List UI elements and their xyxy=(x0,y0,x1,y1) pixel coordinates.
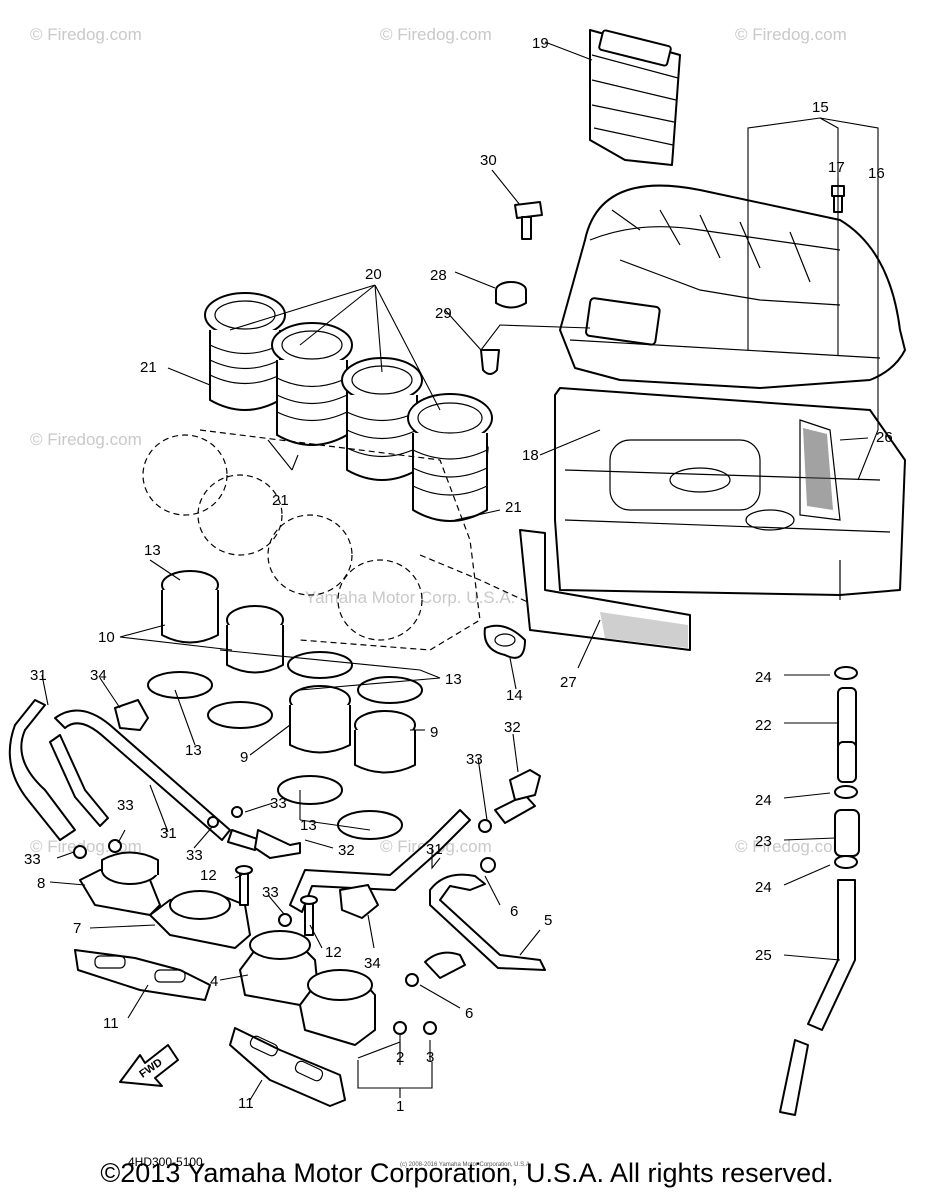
callout-11: 11 xyxy=(103,1015,119,1032)
callout-2: 2 xyxy=(396,1049,404,1066)
hose-fittings xyxy=(73,699,541,987)
carburetor-joints xyxy=(147,570,423,840)
callout-33e: 33 xyxy=(117,797,134,814)
callout-7: 7 xyxy=(73,920,81,937)
callout-15: 15 xyxy=(812,99,829,116)
callout-22: 22 xyxy=(755,717,772,734)
callout-34: 34 xyxy=(90,667,107,684)
callout-24: 24 xyxy=(755,669,772,686)
copyright-notice: ©2013 Yamaha Motor Corporation, U.S.A. A… xyxy=(100,1158,834,1188)
watermark: © Firedog.com xyxy=(380,25,492,44)
callout-4: 4 xyxy=(210,973,218,990)
watermark: © Firedog.com xyxy=(30,25,142,44)
callout-14: 14 xyxy=(506,687,523,704)
callout-11b: 11 xyxy=(238,1095,254,1112)
callout-3: 3 xyxy=(426,1049,434,1066)
leader-lines xyxy=(41,41,879,1101)
callout-32b: 32 xyxy=(338,842,355,859)
breather-hoses xyxy=(8,699,546,979)
callout-34b: 34 xyxy=(364,955,381,972)
intake-manifolds xyxy=(74,851,437,1107)
carburetor-assembly-outline xyxy=(142,429,546,651)
callout-1: 1 xyxy=(396,1098,404,1115)
callout-25: 25 xyxy=(755,947,772,964)
callout-6: 6 xyxy=(510,903,518,920)
callout-24c: 24 xyxy=(755,879,772,896)
callout-29: 29 xyxy=(435,305,452,322)
callout-20: 20 xyxy=(365,266,382,283)
intake-duct xyxy=(589,29,681,166)
drawing-code: 4HD300-5100 xyxy=(128,1155,203,1169)
callout-31b: 31 xyxy=(160,825,177,842)
callout-33f: 33 xyxy=(262,884,279,901)
callout-9: 9 xyxy=(430,724,438,741)
tiny-copyright: (c) 2008-2016 Yamaha Motor Corporation, … xyxy=(400,1162,532,1168)
callout-19: 19 xyxy=(532,35,549,52)
air-funnels xyxy=(204,292,493,522)
callout-21c: 21 xyxy=(505,499,522,516)
callout-21: 21 xyxy=(140,359,157,376)
callout-10: 10 xyxy=(98,629,115,646)
callout-30: 30 xyxy=(480,152,497,169)
callout-31c: 31 xyxy=(426,841,443,858)
callout-24b: 24 xyxy=(755,792,772,809)
callout-12b: 12 xyxy=(325,944,342,961)
callout-33c: 33 xyxy=(186,847,203,864)
callout-23: 23 xyxy=(755,833,772,850)
callout-12: 12 xyxy=(200,867,217,884)
callout-18: 18 xyxy=(522,447,539,464)
callout-13c: 13 xyxy=(185,742,202,759)
callout-17: 17 xyxy=(828,159,845,176)
watermark: © Firedog.com xyxy=(735,25,847,44)
callout-16: 16 xyxy=(868,165,885,182)
fwd-arrow-icon: FWD xyxy=(119,1044,179,1087)
callout-5: 5 xyxy=(544,912,552,929)
air-filter-case xyxy=(554,184,906,600)
callout-33b: 33 xyxy=(270,795,287,812)
callout-26: 26 xyxy=(876,429,893,446)
callout-32: 32 xyxy=(504,719,521,736)
watermark: © Firedog.com xyxy=(735,837,847,856)
callout-13: 13 xyxy=(144,542,161,559)
callout-33d: 33 xyxy=(24,851,41,868)
callout-6b: 6 xyxy=(465,1005,473,1022)
callout-labels: 1 2 3 4 5 6 6 7 8 9 9 10 11 11 12 12 13 … xyxy=(24,35,893,1115)
callout-13b: 13 xyxy=(445,671,462,688)
watermark: © Firedog.com xyxy=(30,430,142,449)
callout-28: 28 xyxy=(430,267,447,284)
callout-31: 31 xyxy=(30,667,47,684)
callout-13d: 13 xyxy=(300,817,317,834)
drain-hose-assembly xyxy=(779,666,860,1116)
callout-21b: 21 xyxy=(272,492,289,509)
callout-33: 33 xyxy=(466,751,483,768)
callout-8: 8 xyxy=(37,875,45,892)
center-watermark-text: Yamaha Motor Corp. U.S.A. xyxy=(305,588,515,607)
sealing-pad xyxy=(483,529,691,659)
callout-27: 27 xyxy=(560,674,577,691)
callout-9b: 9 xyxy=(240,749,248,766)
